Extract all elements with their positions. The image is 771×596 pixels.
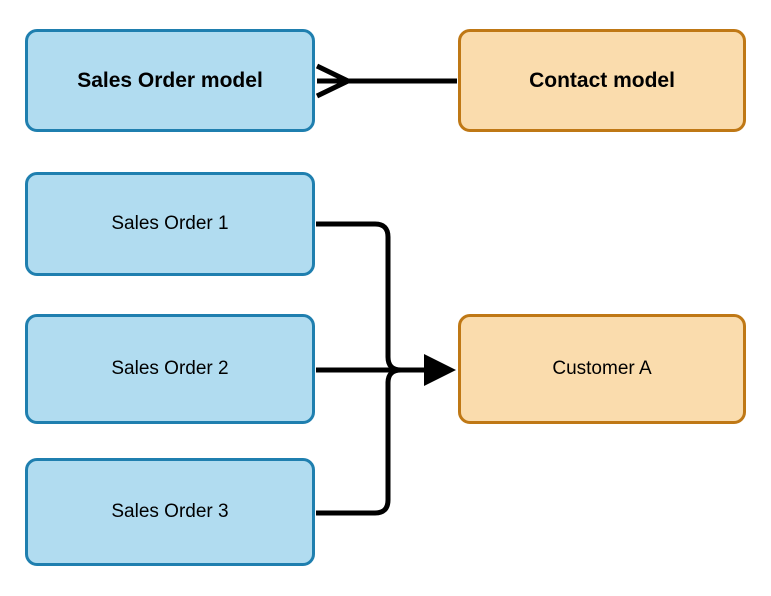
edge-line-order3-customer	[316, 367, 447, 516]
edge-order3-customer	[316, 367, 447, 516]
arrow-head-icon	[424, 354, 456, 386]
node-sales-order-model[interactable]: Sales Order model	[25, 29, 315, 132]
node-label: Contact model	[529, 68, 675, 92]
node-customer-a[interactable]: Customer A	[458, 314, 746, 424]
edge-model-relationship	[315, 63, 457, 99]
node-sales-order-1[interactable]: Sales Order 1	[25, 172, 315, 276]
node-label: Sales Order 1	[111, 212, 229, 234]
node-contact-model[interactable]: Contact model	[458, 29, 746, 132]
node-label: Sales Order 3	[111, 500, 229, 522]
node-label: Sales Order 2	[111, 357, 229, 379]
edge-line-order1-customer	[316, 221, 447, 373]
node-label: Customer A	[552, 357, 652, 379]
edge-order1-customer	[316, 221, 447, 373]
node-sales-order-3[interactable]: Sales Order 3	[25, 458, 315, 566]
crows-foot-many-icon	[315, 63, 350, 99]
node-label: Sales Order model	[77, 68, 263, 92]
node-sales-order-2[interactable]: Sales Order 2	[25, 314, 315, 424]
